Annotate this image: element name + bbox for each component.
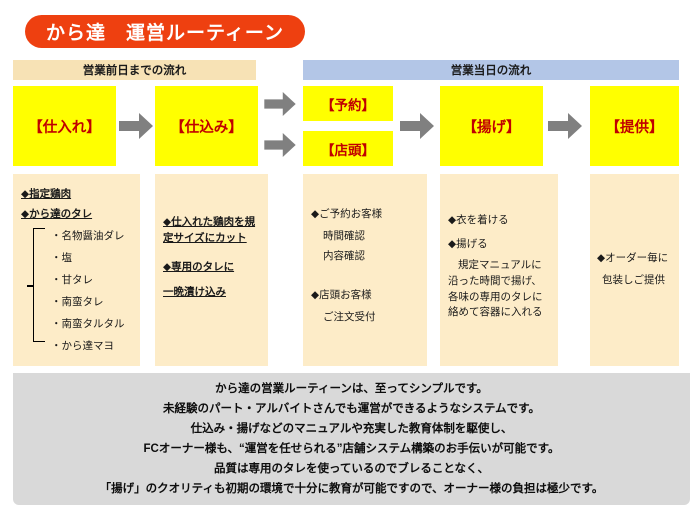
panel3-item-time-check: 時間確認 bbox=[323, 230, 365, 242]
summary-line-2: 未経験のパート・アルバイトさんでも運営ができるようなシステムです。 bbox=[162, 402, 541, 415]
panel1-heading-chicken: ◆指定鶏肉 bbox=[21, 188, 72, 200]
page-title-text: から達 運営ルーティーン bbox=[46, 23, 284, 44]
panel1-heading-sauce: ◆から達のタレ bbox=[21, 208, 93, 220]
detail-panel-serve: ◆オーダー毎に 包装しご提供 bbox=[590, 174, 679, 366]
process-box-age[interactable]: 【揚げ】 bbox=[440, 86, 543, 166]
panel3-item-content-check: 内容確認 bbox=[323, 250, 365, 262]
panel4-heading-fry: ◆揚げる bbox=[448, 238, 488, 250]
summary-line-4: FCオーナー様も、“運営を任せられる”店舗システム構築のお手伝いが可能です。 bbox=[143, 443, 560, 455]
arrow-right-icon-3 bbox=[261, 133, 299, 157]
sauce-item-6: ・から達マヨ bbox=[51, 340, 114, 352]
page-title: から達 運営ルーティーン bbox=[25, 15, 305, 48]
panel5-line-1: ◆オーダー毎に bbox=[597, 252, 669, 264]
summary-line-5: 品質は専用のタレを使っているのでブレることなく、 bbox=[213, 463, 490, 476]
sauce-item-4: ・南蛮タレ bbox=[51, 296, 104, 308]
panel2-heading-cut: ◆仕入れた鶏肉を規定サイズにカット bbox=[163, 216, 256, 245]
arrow-right-icon-5 bbox=[548, 113, 582, 139]
sauce-item-3: ・甘タレ bbox=[51, 274, 93, 286]
summary-line-1: から達の営業ルーティーンは、至ってシンプルです。 bbox=[215, 382, 488, 395]
panel5-line-2: 包装しご提供 bbox=[602, 274, 665, 286]
process-box-tento[interactable]: 【店頭】 bbox=[303, 131, 393, 166]
panel3-heading-reservation: ◆ご予約お客様 bbox=[311, 208, 383, 220]
process-box-shiire[interactable]: 【仕入れ】 bbox=[13, 86, 116, 166]
sauce-item-1: ・名物醤油ダレ bbox=[51, 230, 125, 242]
panel2-heading-sauce: ◆専用のタレに bbox=[163, 260, 235, 273]
detail-panel-fry: ◆衣を着ける ◆揚げる 規定マニュアルに沿った時間で揚げ、各味の専用のタレに絡め… bbox=[440, 174, 558, 366]
process-box-shikomi[interactable]: 【仕込み】 bbox=[155, 86, 258, 166]
panel2-heading-marinate: 一晩漬け込み bbox=[163, 285, 226, 298]
process-box-yoyaku[interactable]: 【予約】 bbox=[303, 86, 393, 121]
panel4-heading-batter: ◆衣を着ける bbox=[448, 214, 509, 226]
summary-band: から達の営業ルーティーンは、至ってシンプルです。 未経験のパート・アルバイトさん… bbox=[13, 373, 690, 505]
panel4-body-text: 規定マニュアルに沿った時間で揚げ、各味の専用のタレに絡めて容器に入れる bbox=[448, 259, 543, 319]
section-header-before-day: 営業前日までの流れ bbox=[13, 60, 256, 80]
detail-panel-shikomi: ◆仕入れた鶏肉を規定サイズにカット ◆専用のタレに 一晩漬け込み bbox=[155, 174, 268, 366]
process-box-teikyo[interactable]: 【提供】 bbox=[590, 86, 679, 166]
panel3-heading-walkin: ◆店頭お客様 bbox=[311, 289, 372, 301]
arrow-right-icon-2 bbox=[261, 92, 299, 116]
sauce-item-2: ・塩 bbox=[51, 252, 72, 264]
arrow-right-icon-4 bbox=[400, 113, 434, 139]
summary-line-6: 「揚げ」のクオリティも初期の環境で十分に教育が可能ですので、オーナー様の負担は極… bbox=[99, 483, 604, 496]
detail-panel-order: ◆ご予約お客様 時間確認 内容確認 ◆店頭お客様 ご注文受付 bbox=[303, 174, 427, 366]
arrow-right-icon-1 bbox=[119, 113, 153, 139]
panel3-item-order-reception: ご注文受付 bbox=[323, 311, 376, 323]
detail-panel-shiire: ◆指定鶏肉 ◆から達のタレ ・名物醤油ダレ ・塩 ・甘タレ ・南蛮タレ ・南蛮タ… bbox=[13, 174, 140, 366]
sauce-item-5: ・南蛮タルタル bbox=[51, 318, 125, 330]
brace-icon bbox=[27, 228, 45, 342]
summary-line-3: 仕込み・揚げなどのマニュアルや充実した教育体制を駆使し、 bbox=[190, 422, 513, 435]
section-header-on-day: 営業当日の流れ bbox=[303, 60, 679, 80]
